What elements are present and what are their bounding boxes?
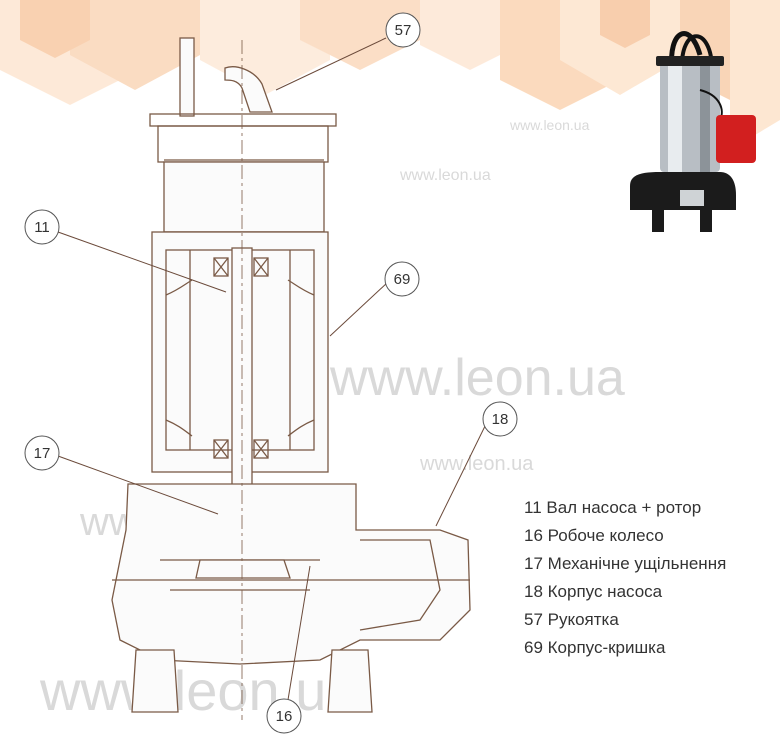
svg-text:www.leon.ua: www.leon.ua [399,167,491,184]
callout-11: 11 [24,209,60,245]
callout-label: 18 [492,411,509,428]
callout-label: 57 [395,22,412,39]
callout-label: 17 [34,445,51,462]
callout-circle [385,12,421,48]
callout-69: 69 [384,261,420,297]
leader-17 [57,455,219,515]
callout-circle [384,261,420,297]
leader-16 [285,565,311,713]
callouts: 57 11 69 18 17 16 [24,12,518,734]
callout-label: 11 [34,219,50,236]
leader-57 [275,37,387,91]
svg-text:www.leon.ua: www.leon.ua [509,117,590,133]
pump-section-drawing [111,37,471,720]
callout-circle [24,209,60,245]
callout-18: 18 [482,401,518,437]
svg-text:www.leon.ua: www.leon.ua [419,453,534,475]
pump-photo [630,31,756,232]
callout-57: 57 [385,12,421,48]
leader-18 [435,419,489,527]
parts-legend: 11 Вал насоса + ротор 16 Робоче колесо 1… [524,494,726,662]
leader-11 [57,231,227,293]
legend-item: 16 Робоче колесо [524,526,664,545]
callout-label: 16 [276,708,293,725]
leader-lines [57,37,489,713]
legend-item: 57 Рукоятка [524,610,619,629]
callout-circle [482,401,518,437]
legend-item: 18 Корпус насоса [524,582,663,601]
legend-item: 11 Вал насоса + ротор [524,498,702,517]
leader-69 [329,281,389,337]
callout-circle [266,698,302,734]
callout-circle [24,435,60,471]
legend-item: 17 Механічне ущільнення [524,554,727,573]
callout-label: 69 [394,271,411,288]
svg-text:www.leon.ua: www.leon.ua [39,659,358,722]
svg-text:www.leon.ua: www.leon.ua [329,349,625,407]
callout-16: 16 [266,698,302,734]
legend-item: 69 Корпус-кришка [524,638,666,657]
callout-17: 17 [24,435,60,471]
